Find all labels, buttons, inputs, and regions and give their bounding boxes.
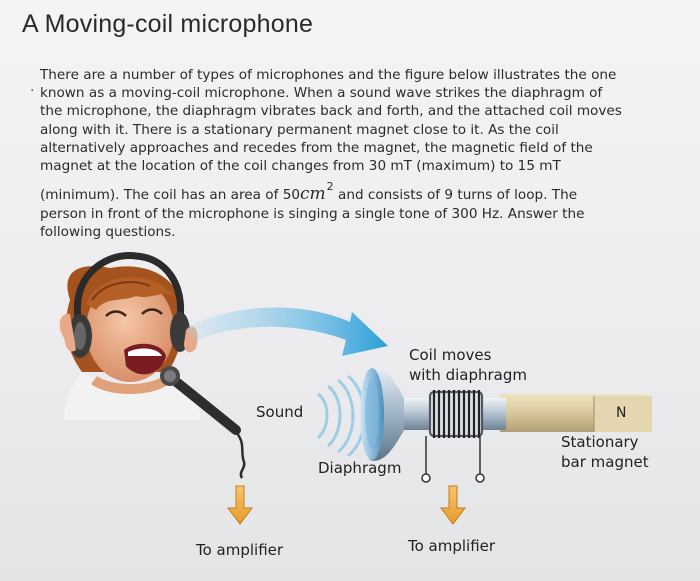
paragraph-line: magnet at the location of the coil chang… <box>40 158 561 175</box>
coil-label-line1: Coil moves <box>409 346 492 364</box>
magnet-label-line1: Stationary <box>561 433 639 451</box>
paragraph-line: along with it. There is a stationary per… <box>40 121 559 138</box>
paragraph-line: person in front of the microphone is sin… <box>40 206 585 223</box>
area-text-before: (minimum). The coil has an area of 50 <box>40 187 301 204</box>
bullet-mark: · <box>30 83 35 99</box>
curved-arrow <box>186 307 388 356</box>
microphone-horn <box>360 367 404 461</box>
paragraph-line: the microphone, the diaphragm vibrates b… <box>40 103 622 120</box>
paragraph-line: There are a number of types of microphon… <box>40 67 617 83</box>
area-exponent: 2 <box>326 180 334 194</box>
bar-magnet <box>500 394 652 432</box>
amplifier-label-left: To amplifier <box>196 541 284 559</box>
magnet-pole-label: N <box>616 405 627 421</box>
area-text-after: and consists of 9 turns of loop. The <box>333 187 578 204</box>
page-title: A Moving-coil microphone <box>22 10 314 38</box>
diaphragm-label: Diaphragm <box>318 459 402 477</box>
amplifier-arrow-right <box>440 485 466 525</box>
area-unit: cm <box>300 184 326 205</box>
coil <box>428 390 484 438</box>
paragraph-line: alternatively approaches and recedes fro… <box>40 139 593 156</box>
sound-waves <box>316 374 366 458</box>
singer-illustration <box>59 252 200 420</box>
paragraph-line: known as a moving-coil microphone. When … <box>40 85 603 102</box>
handheld-microphone <box>160 366 246 479</box>
coil-leads <box>421 436 485 483</box>
coil-label-line2: with diaphragm <box>409 366 527 384</box>
paragraph-line: following questions. <box>40 224 176 241</box>
problem-paragraph: There are a number of types of microphon… <box>40 66 665 242</box>
magnet-label-line2: bar magnet <box>561 453 649 471</box>
amplifier-arrow-left <box>227 485 253 525</box>
amplifier-label-right: To amplifier <box>408 537 496 555</box>
sound-label: Sound <box>256 403 304 421</box>
paragraph-line-area: (minimum). The coil has an area of 50cm2… <box>40 175 665 207</box>
